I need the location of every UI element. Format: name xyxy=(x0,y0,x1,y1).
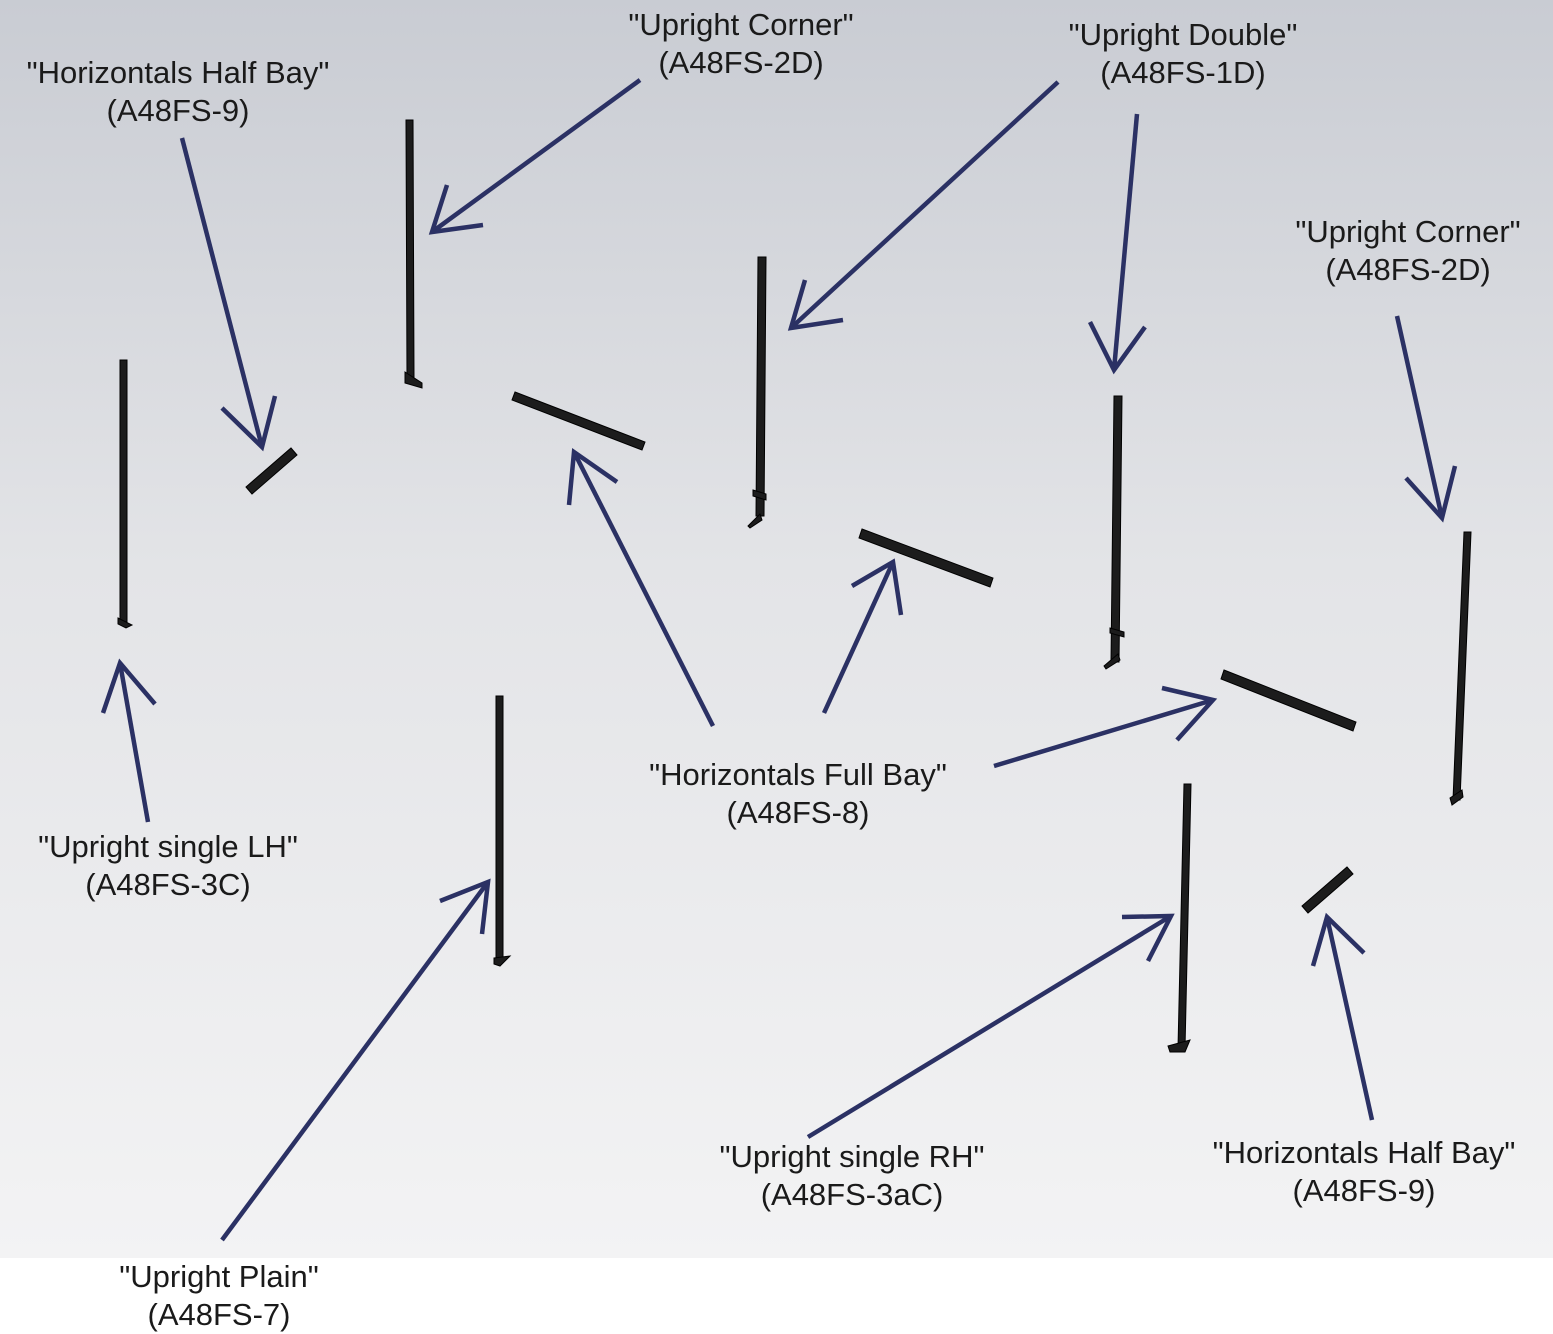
label-horizontals-half-bay-top: "Horizontals Half Bay" (A48FS-9) xyxy=(27,54,330,130)
part-name: "Upright Corner" xyxy=(628,7,854,42)
horizontals-full-bay-part-1 xyxy=(511,391,646,451)
arrow-upright-double-left xyxy=(787,80,1060,331)
part-code: (A48FS-1D) xyxy=(1100,55,1266,90)
part-name: "Upright single LH" xyxy=(38,829,298,864)
part-code: (A48FS-2D) xyxy=(1325,252,1491,287)
upright-plain-part xyxy=(493,695,512,967)
arrow-upright-corner-top xyxy=(428,78,642,235)
arrow-upright-corner-right xyxy=(1394,315,1458,523)
part-name: "Horizontals Half Bay" xyxy=(26,55,330,90)
arrow-upright-single-lh xyxy=(100,658,157,823)
upright-double-part xyxy=(747,256,767,529)
horizontals-full-bay-part-3 xyxy=(1220,669,1357,732)
label-upright-corner-right: "Upright Corner" (A48FS-2D) xyxy=(1295,213,1520,289)
upright-single-rh-part xyxy=(1167,783,1192,1053)
callout-arrows xyxy=(100,78,1458,1242)
label-upright-corner-top: "Upright Corner" (A48FS-2D) xyxy=(628,6,853,82)
arrow-upright-plain xyxy=(220,878,491,1242)
upright-corner-part-right xyxy=(1449,531,1472,806)
part-code: (A48FS-2D) xyxy=(658,45,824,80)
upright-single-lh-part xyxy=(117,359,134,629)
horizontals-half-bay-part-top xyxy=(245,447,298,495)
rendered-background xyxy=(0,0,1553,1258)
part-name: "Upright single RH" xyxy=(719,1139,985,1174)
arrow-upright-double-right xyxy=(1087,113,1147,375)
upright-corner-part-top xyxy=(404,119,423,389)
part-name: "Horizontals Half Bay" xyxy=(1212,1135,1516,1170)
arrow-horizontals-half-bay-top xyxy=(179,137,278,452)
horizontals-half-bay-part-bottom xyxy=(1301,866,1354,914)
part-code: (A48FS-9) xyxy=(1292,1173,1436,1208)
part-name: "Upright Corner" xyxy=(1295,214,1521,249)
part-code: (A48FS-3aC) xyxy=(760,1177,944,1212)
label-upright-double: "Upright Double" (A48FS-1D) xyxy=(1069,16,1298,92)
rack-parts xyxy=(117,119,1472,1053)
upright-double-part-right xyxy=(1103,395,1125,670)
part-name: "Horizontals Full Bay" xyxy=(649,757,947,792)
arrow-horizontals-full-bay-3 xyxy=(993,685,1218,769)
label-horizontals-half-bay-bottom: "Horizontals Half Bay" (A48FS-9) xyxy=(1213,1134,1516,1210)
part-code: (A48FS-8) xyxy=(726,795,870,830)
part-code: (A48FS-7) xyxy=(147,1297,291,1332)
arrow-upright-single-rh xyxy=(806,913,1175,1139)
part-code: (A48FS-3C) xyxy=(85,867,251,902)
part-code: (A48FS-9) xyxy=(106,93,250,128)
part-name: "Upright Double" xyxy=(1068,17,1298,52)
arrow-horizontals-full-bay-1 xyxy=(566,447,716,728)
arrow-horizontals-half-bay-bottom xyxy=(1310,912,1375,1121)
part-name: "Upright Plain" xyxy=(119,1259,319,1294)
label-upright-plain: "Upright Plain" (A48FS-7) xyxy=(119,1258,319,1334)
label-horizontals-full-bay: "Horizontals Full Bay" (A48FS-8) xyxy=(649,756,947,832)
arrow-horizontals-full-bay-2 xyxy=(821,558,904,714)
label-upright-single-lh: "Upright single LH" (A48FS-3C) xyxy=(38,828,298,904)
horizontals-full-bay-part-2 xyxy=(858,528,994,588)
label-upright-single-rh: "Upright single RH" (A48FS-3aC) xyxy=(720,1138,985,1214)
